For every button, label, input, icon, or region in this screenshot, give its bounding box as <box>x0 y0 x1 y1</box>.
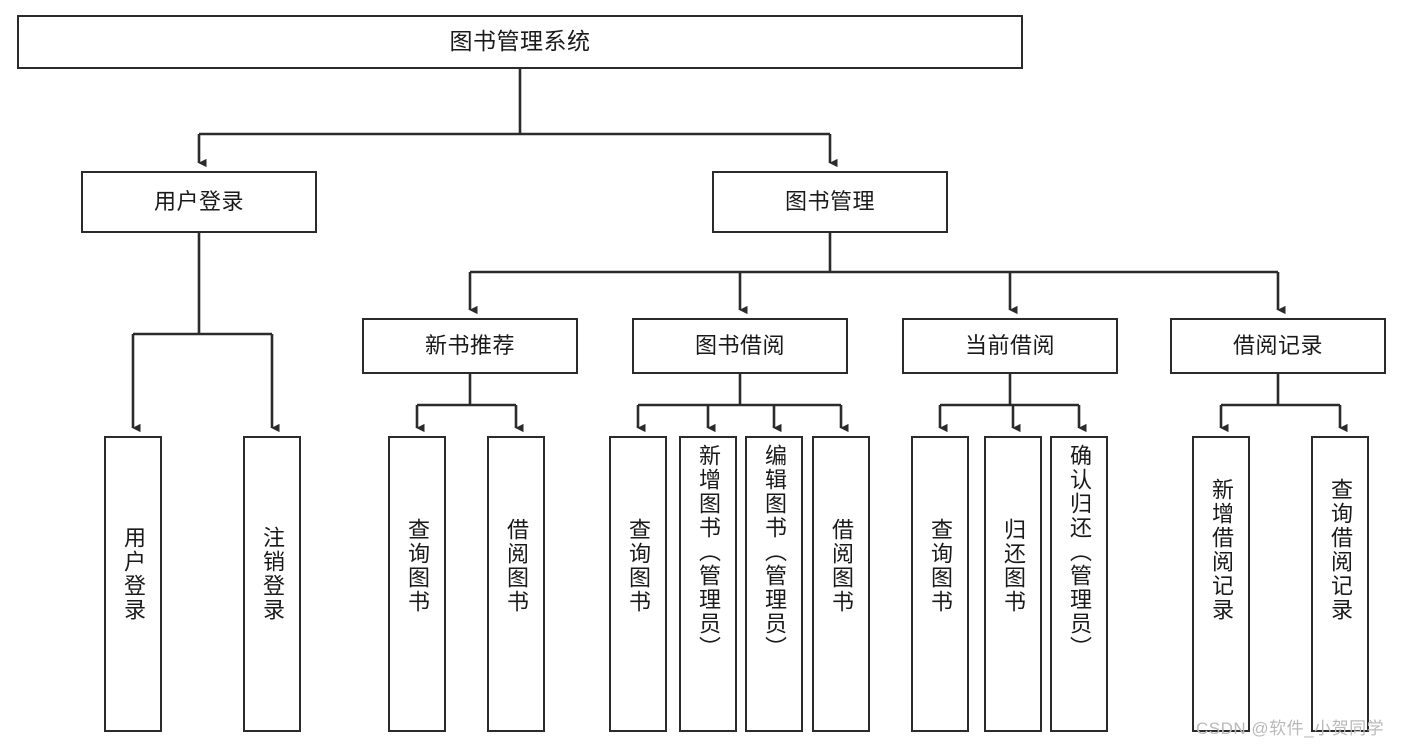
node-current-borrow[interactable]: 当前借阅 <box>902 318 1118 374</box>
node-leaf-logout-label: 注销登录 <box>260 526 285 622</box>
node-leaf-confirm-return[interactable]: 确认归还（管理员） <box>1050 436 1108 732</box>
node-root[interactable]: 图书管理系统 <box>17 15 1023 69</box>
node-leaf-edit-book[interactable]: 编辑图书（管理员） <box>745 436 803 732</box>
node-leaf-edit-book-label: 编辑图书（管理员） <box>762 444 787 660</box>
node-leaf-query-record[interactable]: 查询借阅记录 <box>1311 436 1369 732</box>
node-leaf-add-book[interactable]: 新增图书（管理员） <box>679 436 737 732</box>
node-borrow-record[interactable]: 借阅记录 <box>1170 318 1386 374</box>
node-leaf-query-book-1-label: 查询图书 <box>405 518 430 614</box>
node-leaf-query-book-3[interactable]: 查询图书 <box>911 436 969 732</box>
node-new-book-rec-label: 新书推荐 <box>424 332 515 358</box>
csdn-watermark: CSDN @软件_小贺同学 <box>1196 719 1385 738</box>
node-borrow-record-label: 借阅记录 <box>1232 332 1323 358</box>
node-leaf-add-book-label: 新增图书（管理员） <box>696 444 721 660</box>
node-leaf-add-record-label: 新增借阅记录 <box>1209 478 1234 622</box>
node-leaf-query-book-2[interactable]: 查询图书 <box>609 436 667 732</box>
node-new-book-rec[interactable]: 新书推荐 <box>362 318 578 374</box>
node-leaf-return-book[interactable]: 归还图书 <box>984 436 1042 732</box>
node-leaf-borrow-book-1-label: 借阅图书 <box>504 518 529 614</box>
node-book-manage[interactable]: 图书管理 <box>712 171 948 233</box>
node-user-login[interactable]: 用户登录 <box>81 171 317 233</box>
node-leaf-query-record-label: 查询借阅记录 <box>1328 478 1353 622</box>
node-leaf-return-book-label: 归还图书 <box>1001 518 1026 614</box>
node-leaf-user-login-label: 用户登录 <box>121 526 146 622</box>
node-book-borrow[interactable]: 图书借阅 <box>632 318 848 374</box>
node-book-borrow-label: 图书借阅 <box>694 332 785 358</box>
node-leaf-add-record[interactable]: 新增借阅记录 <box>1192 436 1250 732</box>
node-leaf-logout[interactable]: 注销登录 <box>243 436 301 732</box>
node-leaf-borrow-book-2[interactable]: 借阅图书 <box>812 436 870 732</box>
node-book-manage-label: 图书管理 <box>784 188 875 214</box>
node-current-borrow-label: 当前借阅 <box>964 332 1055 358</box>
node-leaf-query-book-3-label: 查询图书 <box>928 518 953 614</box>
node-user-login-label: 用户登录 <box>153 188 244 214</box>
node-root-label: 图书管理系统 <box>449 28 591 55</box>
node-leaf-confirm-return-label: 确认归还（管理员） <box>1067 444 1092 660</box>
node-leaf-borrow-book-2-label: 借阅图书 <box>829 518 854 614</box>
node-leaf-query-book-2-label: 查询图书 <box>626 518 651 614</box>
node-leaf-borrow-book-1[interactable]: 借阅图书 <box>487 436 545 732</box>
node-leaf-query-book-1[interactable]: 查询图书 <box>388 436 446 732</box>
node-leaf-user-login[interactable]: 用户登录 <box>104 436 162 732</box>
